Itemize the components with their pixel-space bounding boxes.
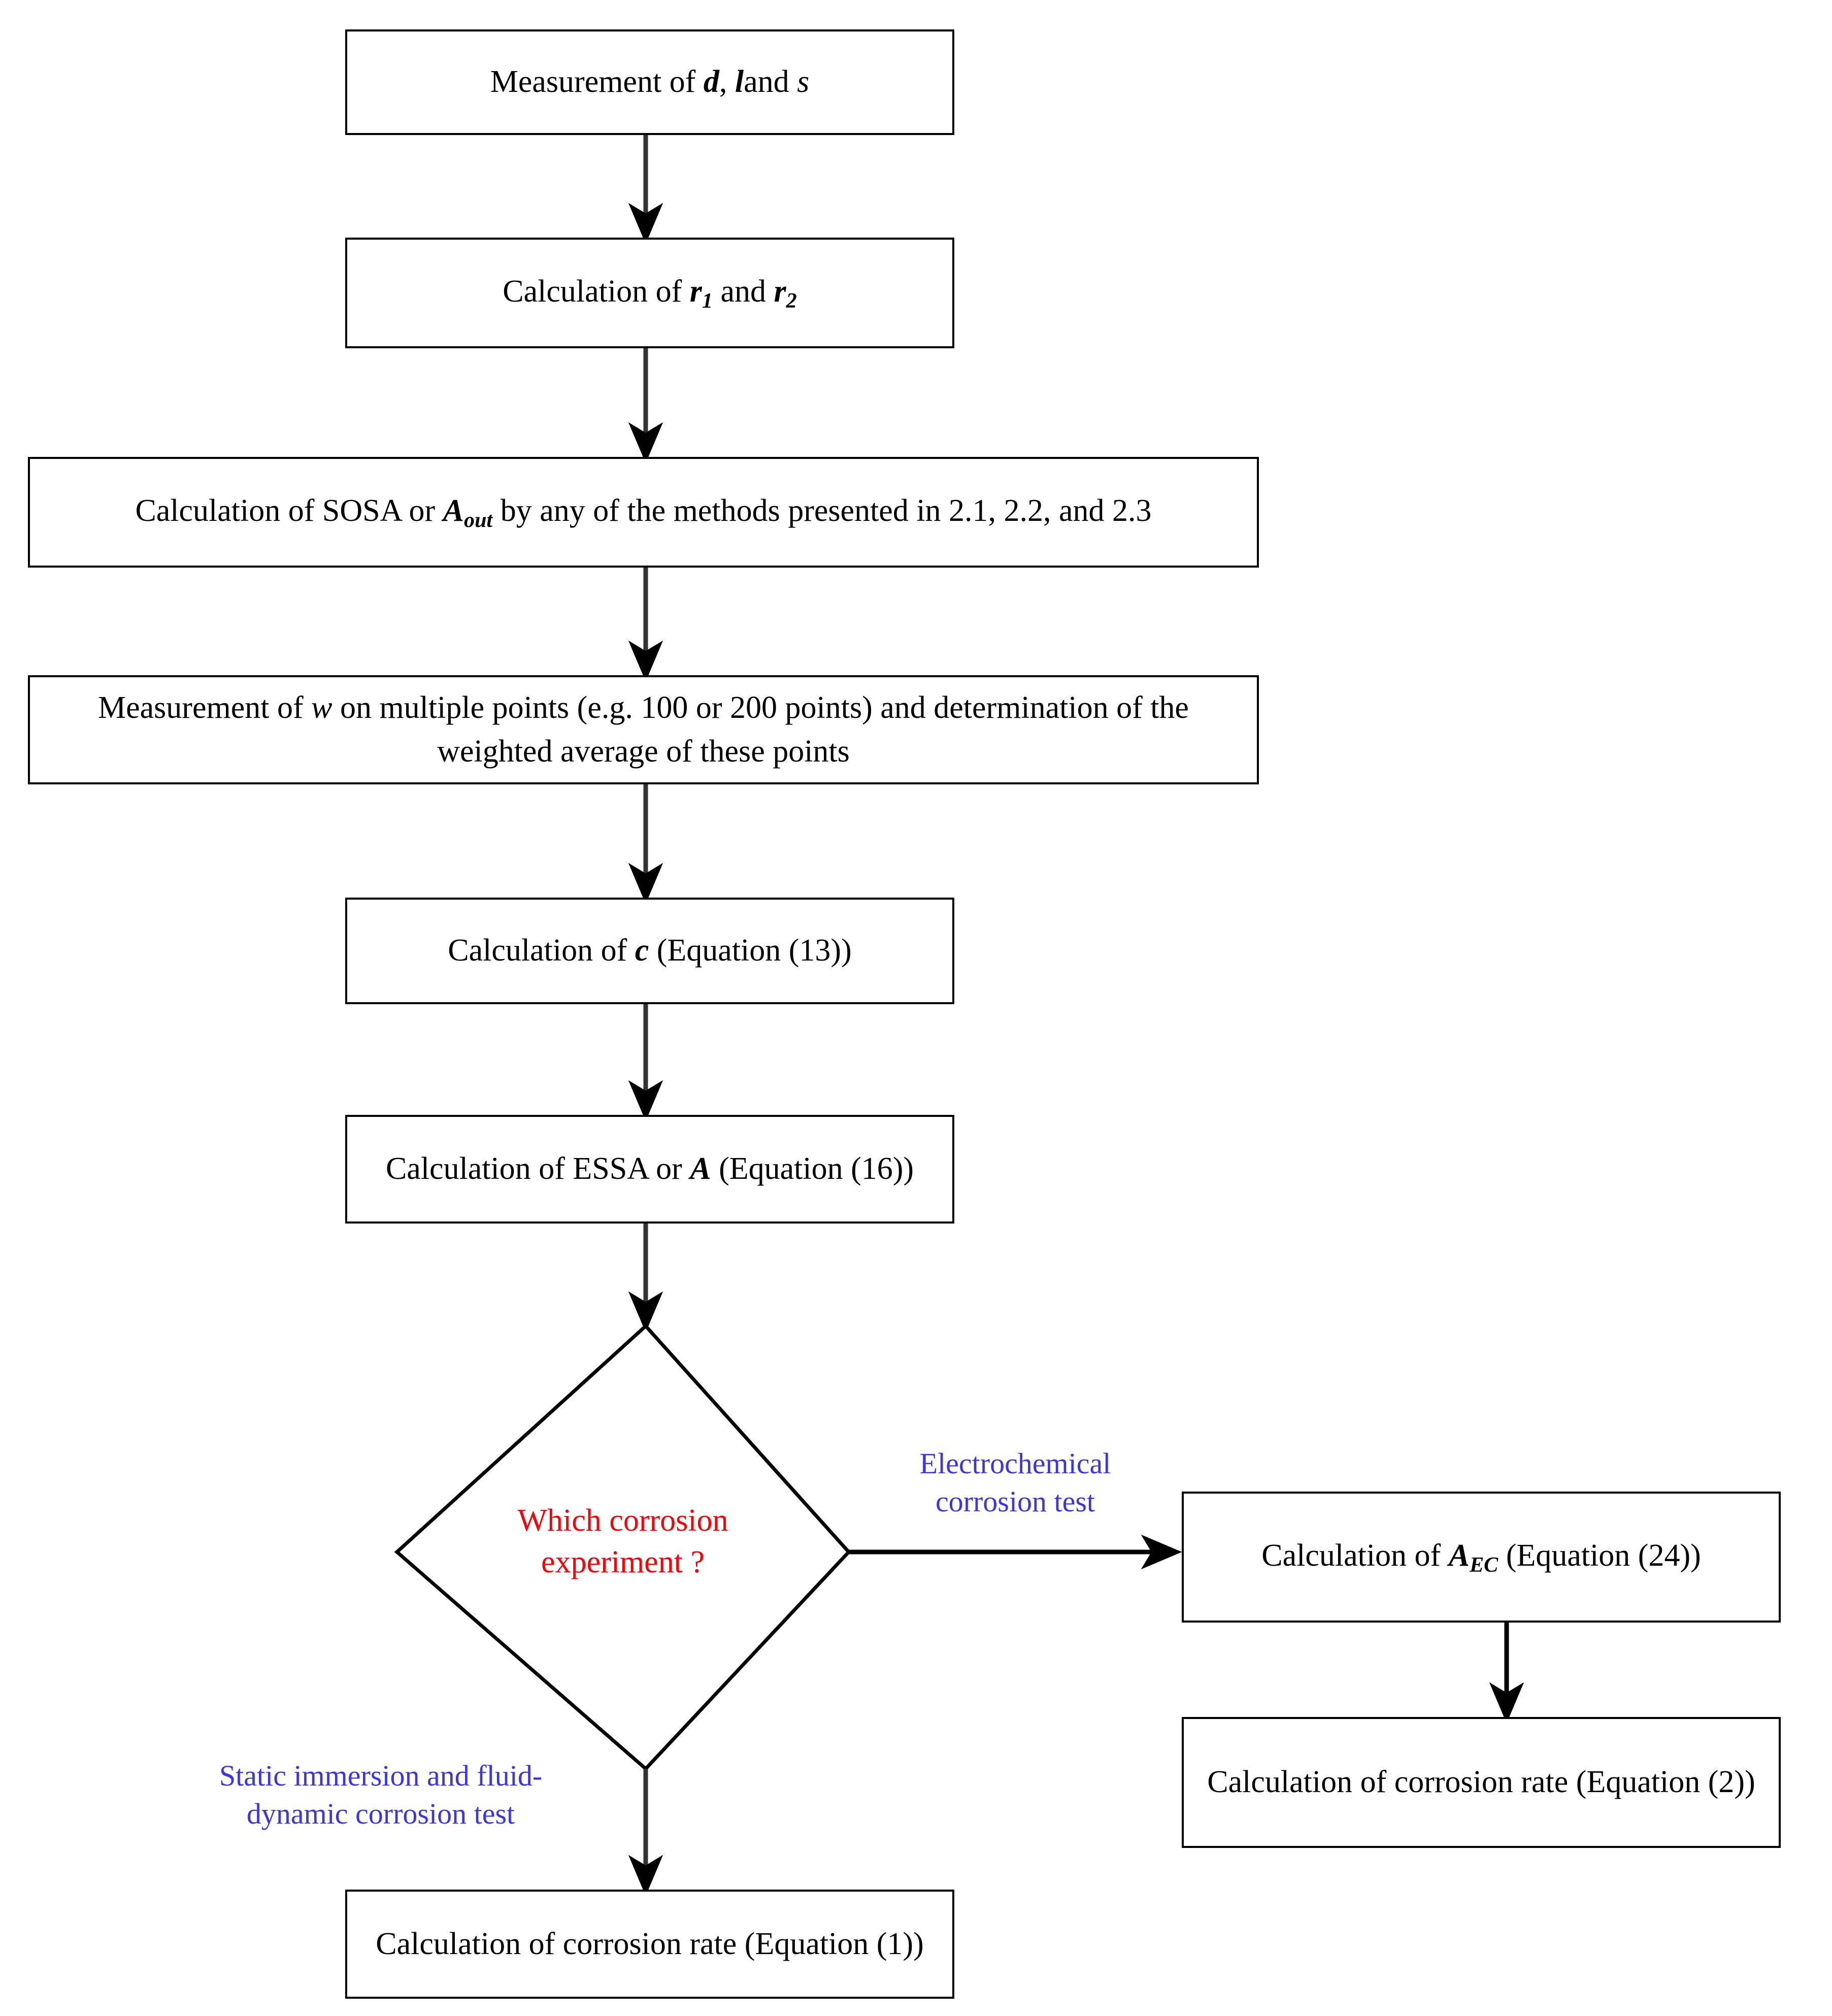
node-calc-rate-eq1[interactable]: Calculation of corrosion rate (Equation … [345, 1890, 955, 2000]
variable-l: l [735, 64, 744, 100]
branch-label-static-immersion: Static immersion and fluid-dynamic corro… [219, 1759, 543, 1831]
variable-a-ec: AEC [1448, 1538, 1498, 1577]
node-calc-essa[interactable]: Calculation of ESSA or A (Equation (16)) [345, 1115, 955, 1225]
node-calc-r1-r2[interactable]: Calculation of r1 and r2 [345, 238, 955, 349]
variable-a-out: Aout [443, 493, 493, 532]
node-calc-r1-r2-label: Calculation of r1 and r2 [503, 274, 797, 313]
node-calc-rate-eq1-label: Calculation of corrosion rate (Equation … [376, 1926, 924, 1961]
node-measure-dls[interactable]: Measurement of d, land s [345, 29, 955, 136]
variable-s: s [797, 64, 810, 100]
variable-c: c [635, 933, 649, 968]
node-calc-c[interactable]: Calculation of c (Equation (13)) [345, 898, 955, 1005]
node-calc-sosa-label: Calculation of SOSA or Aout by any of th… [135, 493, 1152, 532]
variable-r1: r1 [689, 274, 713, 313]
node-measure-w[interactable]: Measurement of w on multiple points (e.g… [28, 675, 1260, 785]
node-calc-essa-label: Calculation of ESSA or A (Equation (16)) [385, 1151, 914, 1186]
node-calc-aec[interactable]: Calculation of AEC (Equation (24)) [1182, 1492, 1782, 1624]
variable-w: w [311, 690, 332, 725]
variable-a: A [690, 1151, 711, 1186]
variable-d: d [703, 64, 719, 100]
node-calc-aec-label: Calculation of AEC (Equation (24)) [1261, 1538, 1701, 1577]
node-measure-w-label: Measurement of w on multiple points (e.g… [98, 690, 1189, 769]
variable-r2: r2 [774, 274, 797, 313]
node-calc-rate-eq2[interactable]: Calculation of corrosion rate (Equation … [1182, 1717, 1782, 1849]
node-calc-sosa[interactable]: Calculation of SOSA or Aout by any of th… [28, 457, 1260, 569]
node-measure-dls-label: Measurement of d, land s [490, 64, 810, 100]
node-calc-rate-eq2-label: Calculation of corrosion rate (Equation … [1207, 1765, 1755, 1800]
node-calc-c-label: Calculation of c (Equation (13)) [448, 933, 852, 968]
